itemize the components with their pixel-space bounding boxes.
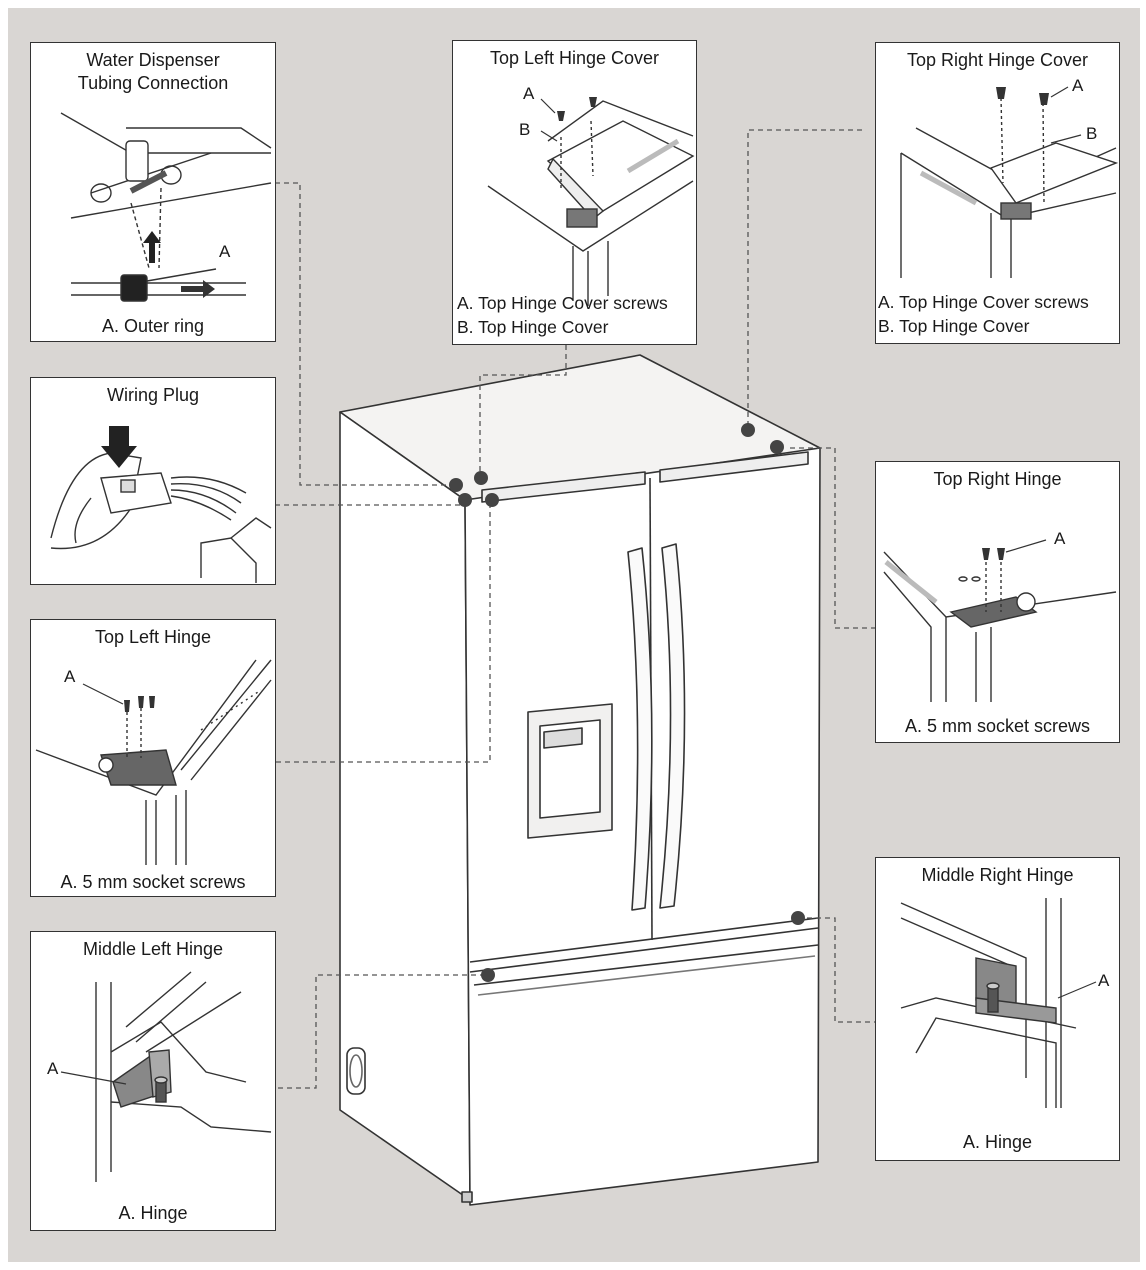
top-right-hinge-title: Top Right Hinge: [933, 469, 1062, 489]
panel-wiring-plug: Wiring Plug: [30, 377, 276, 585]
water-tubing-illustration: A: [60, 112, 272, 302]
top-right-cover-title: Top Right Hinge Cover: [906, 50, 1089, 70]
water-caption: A. Outer ring: [101, 316, 205, 336]
top-right-cover-illustration: A B: [900, 76, 1118, 278]
top-right-cover-label-a: A: [1072, 76, 1084, 95]
top-left-hinge-caption: A. 5 mm socket screws: [60, 872, 246, 892]
panel-water-dispenser: Water Dispenser Tubing Connection A A. O…: [30, 42, 276, 342]
top-left-cover-illustration: A B: [487, 84, 695, 306]
middle-left-hinge-title: Middle Left Hinge: [82, 939, 224, 959]
top-right-hinge-label-a: A: [1054, 529, 1066, 548]
top-right-hinge-caption: A. 5 mm socket screws: [904, 716, 1091, 736]
middle-right-hinge-illustration: A: [900, 898, 1110, 1108]
top-left-hinge-illustration: A: [35, 659, 272, 865]
middle-left-hinge-caption: A. Hinge: [118, 1203, 188, 1223]
panel-top-left-hinge: Top Left Hinge A A. 5 mm socket screws: [30, 619, 276, 897]
middle-right-hinge-title: Middle Right Hinge: [921, 865, 1074, 885]
water-title-line1: Water Dispenser: [86, 50, 220, 70]
wiring-plug-illustration: [50, 426, 272, 583]
panel-middle-left-hinge: Middle Left Hinge A A. Hinge: [30, 931, 276, 1231]
middle-right-hinge-caption: A. Hinge: [962, 1132, 1033, 1152]
panel-top-left-hinge-cover: Top Left Hinge Cover A B A. Top Hinge Co…: [452, 40, 697, 345]
top-left-cover-caption-a: A. Top Hinge Cover screws: [457, 293, 668, 313]
top-left-cover-label-b: B: [519, 120, 530, 139]
water-label-a: A: [219, 242, 231, 261]
top-left-hinge-title: Top Left Hinge: [94, 627, 212, 647]
top-left-cover-caption-b: B. Top Hinge Cover: [457, 317, 609, 337]
top-right-hinge-illustration: A: [883, 529, 1117, 702]
wiring-title: Wiring Plug: [106, 385, 200, 405]
top-right-cover-caption-a: A. Top Hinge Cover screws: [878, 292, 1089, 312]
top-left-cover-title: Top Left Hinge Cover: [489, 48, 660, 68]
panel-top-right-hinge: Top Right Hinge A A. 5 mm socket screws: [875, 461, 1120, 743]
top-right-cover-label-b: B: [1086, 124, 1097, 143]
top-right-cover-caption-b: B. Top Hinge Cover: [878, 316, 1030, 336]
middle-right-hinge-label-a: A: [1098, 971, 1110, 990]
panel-middle-right-hinge: Middle Right Hinge A A. Hinge: [875, 857, 1120, 1161]
top-left-hinge-label-a: A: [64, 667, 76, 686]
water-title-line2: Tubing Connection: [77, 73, 229, 93]
top-left-cover-label-a: A: [523, 84, 535, 103]
middle-left-hinge-illustration: A: [47, 971, 272, 1182]
panel-top-right-hinge-cover: Top Right Hinge Cover A B A. Top Hinge C…: [875, 42, 1120, 344]
middle-left-hinge-label-a: A: [47, 1059, 59, 1078]
